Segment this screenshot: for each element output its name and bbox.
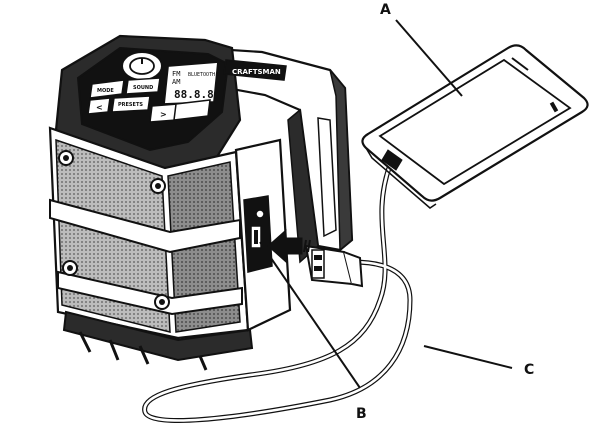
control-panel: FM AM BLUETOOTH 88.8.8 MODE SOUND < PRES… — [76, 46, 230, 152]
sound-button[interactable]: SOUND — [125, 77, 161, 95]
mode-button[interactable]: MODE — [89, 79, 125, 99]
presets-button[interactable]: PRESETS — [111, 95, 151, 113]
callout-label-b: B — [356, 406, 367, 422]
smartphone-icon — [361, 44, 589, 209]
screw-heads — [58, 150, 170, 310]
insert-arrow-icon — [267, 228, 311, 264]
callout-c: C — [423, 345, 534, 378]
usb-plug — [304, 244, 364, 288]
aux-jack — [255, 209, 265, 219]
brand-text: CRAFTSMAN — [232, 68, 281, 76]
speaker-grille-right — [167, 161, 241, 333]
callout-label-c: C — [524, 362, 534, 378]
sound-label: SOUND — [133, 85, 153, 91]
usb-cable — [142, 162, 413, 423]
brand-plate: CRAFTSMAN — [223, 59, 287, 81]
next-label: > — [160, 110, 167, 119]
callout-a: A — [380, 2, 463, 97]
lcd-band-am: AM — [172, 78, 180, 86]
jobsite-radio: FM AM BLUETOOTH 88.8.8 MODE SOUND < PRES… — [48, 34, 354, 371]
mode-label: MODE — [97, 88, 114, 94]
presets-label: PRESETS — [118, 102, 143, 108]
lcd-display — [162, 61, 220, 105]
prev-button[interactable]: < — [87, 97, 111, 115]
callout-label-a: A — [380, 2, 391, 18]
callout-b: B — [259, 241, 367, 422]
lcd-band-fm: FM — [172, 70, 180, 78]
lcd-line: BLUETOOTH — [188, 72, 215, 78]
prev-label: < — [96, 103, 103, 112]
tune-button[interactable] — [173, 99, 211, 121]
phone-screen — [378, 58, 572, 186]
power-knob[interactable] — [121, 51, 163, 81]
lcd-digits: 88.8.8 — [174, 88, 214, 101]
